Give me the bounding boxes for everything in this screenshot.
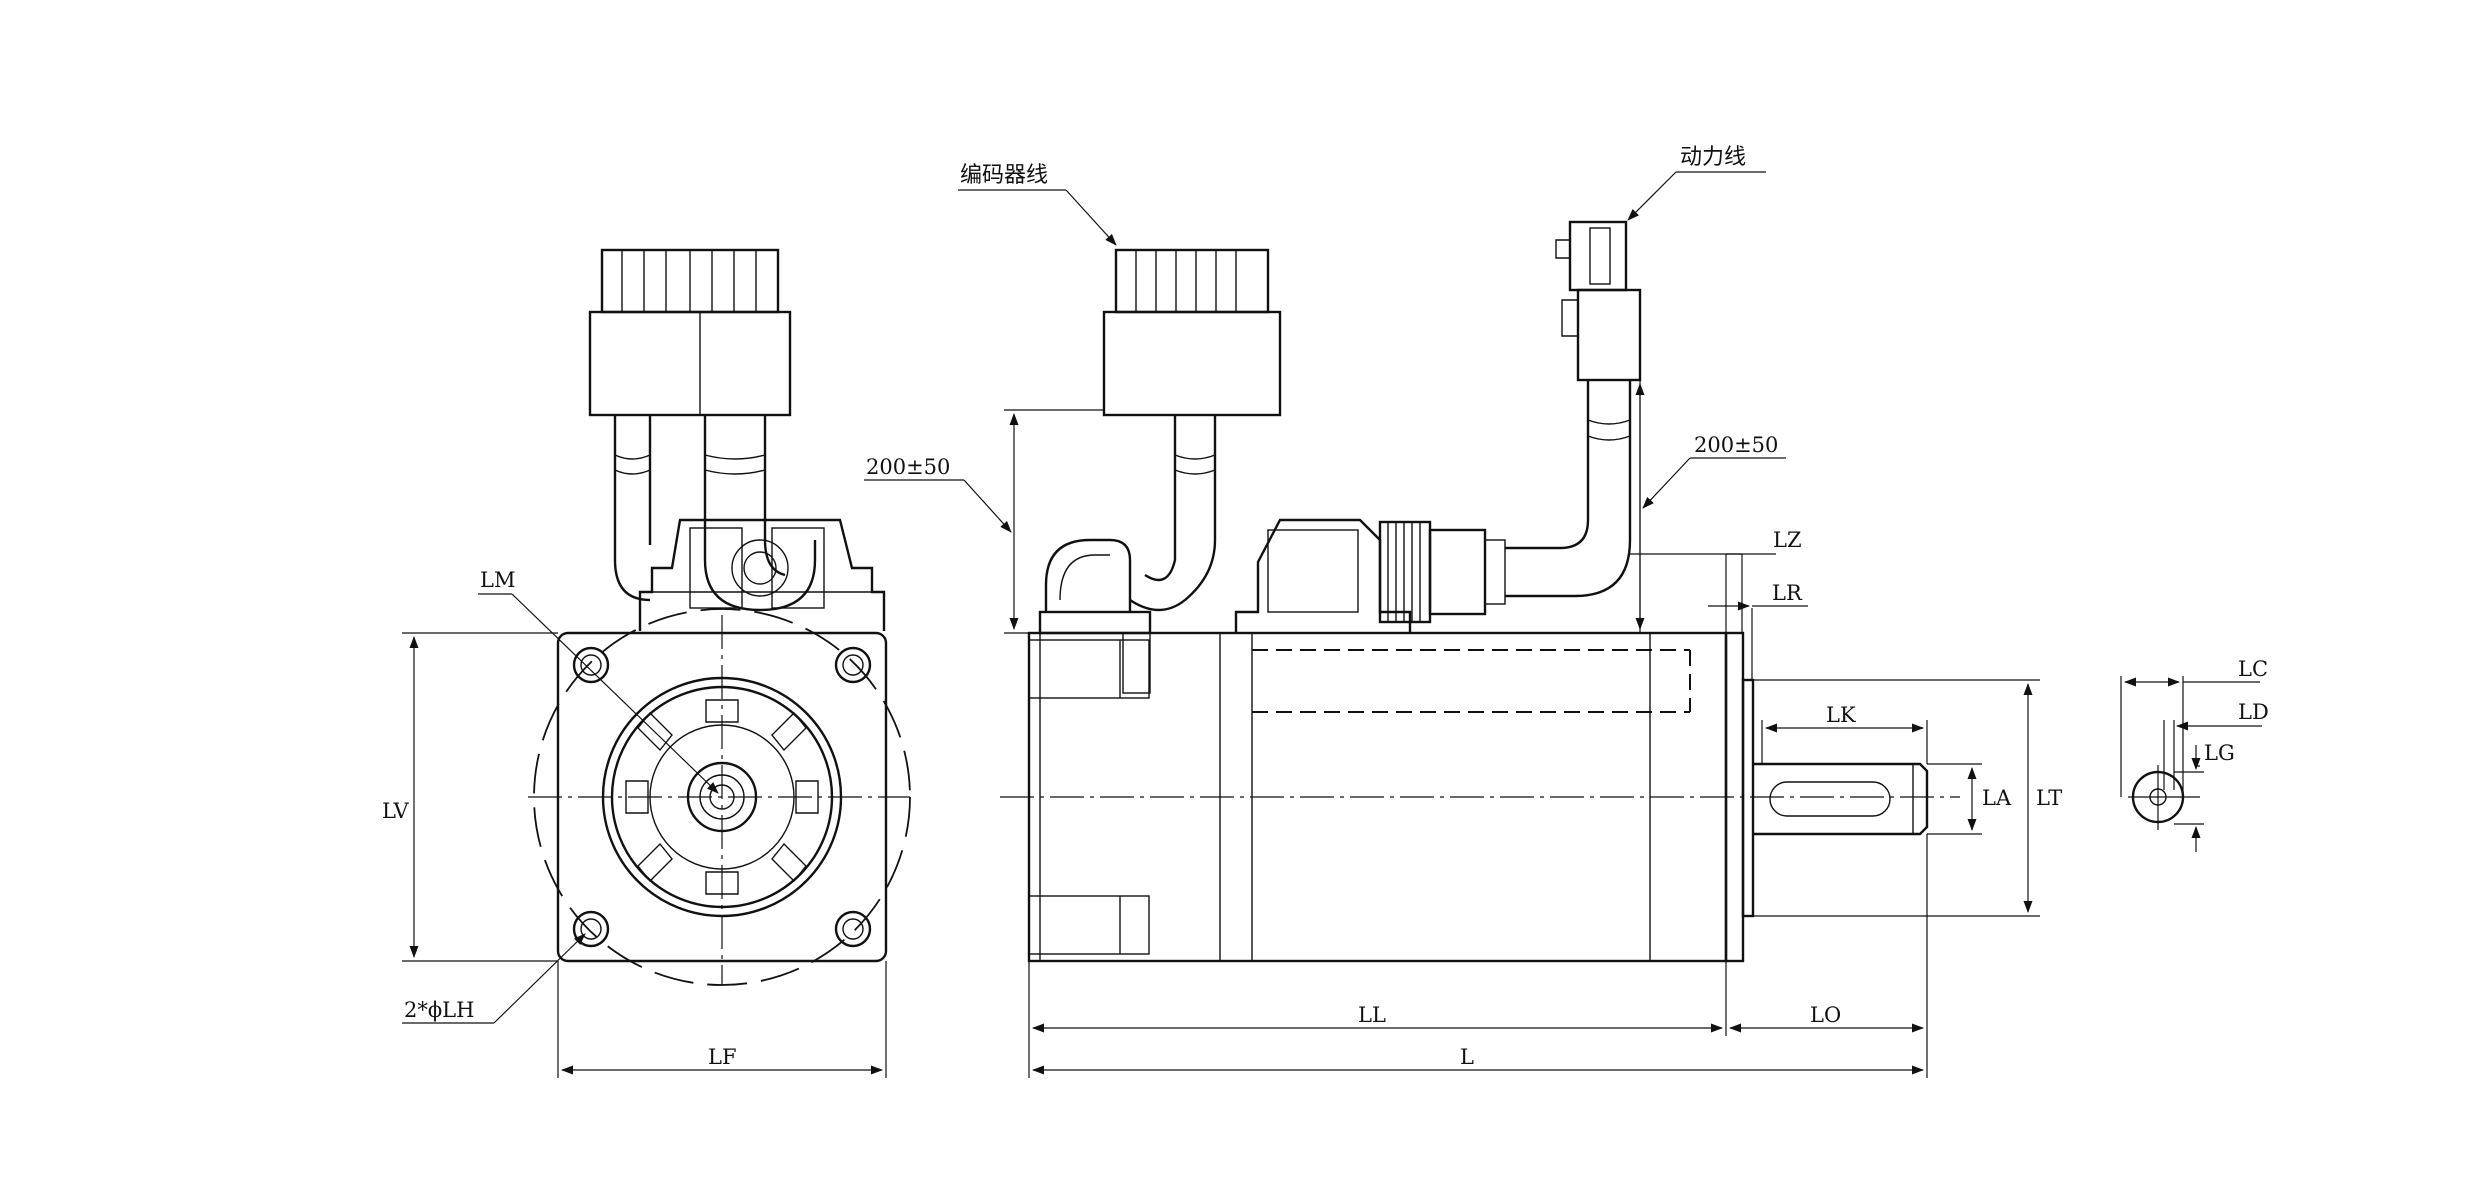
mounting-hole-tr [834,646,872,684]
label-LG: LG [2204,741,2235,765]
label-LV: LV [382,799,409,823]
label-encoder-cable: 编码器线 [960,163,1048,188]
label-LL: LL [1358,1003,1386,1027]
label-LM: LM [480,568,515,592]
label-LZ: LZ [1773,528,1802,552]
label-cable-length-encoder: 200±50 [866,455,950,479]
shaft-end-detail: LC LD LG [2120,657,2269,852]
label-power-cable: 动力线 [1680,145,1746,170]
label-L: L [1460,1045,1474,1069]
label-LC: LC [2238,657,2268,681]
label-LO: LO [1810,1003,1841,1027]
mounting-hole-bl [572,910,610,948]
label-LT: LT [2036,786,2062,810]
label-LR: LR [1772,581,1803,605]
label-LF: LF [708,1045,737,1069]
label-LA: LA [1982,786,2012,810]
label-LD: LD [2238,700,2269,724]
label-cable-length-power: 200±50 [1694,433,1778,457]
label-LH: 2*ϕLH [404,998,474,1022]
side-view: LZ LR 200±50 200±50 编码器线 动力线 LK [864,145,2062,1078]
mounting-hole-br [834,910,872,948]
label-LK: LK [1826,703,1856,727]
mounting-hole-tl [572,646,610,684]
front-view: LM LV 2*ϕLH LF [382,248,911,1078]
